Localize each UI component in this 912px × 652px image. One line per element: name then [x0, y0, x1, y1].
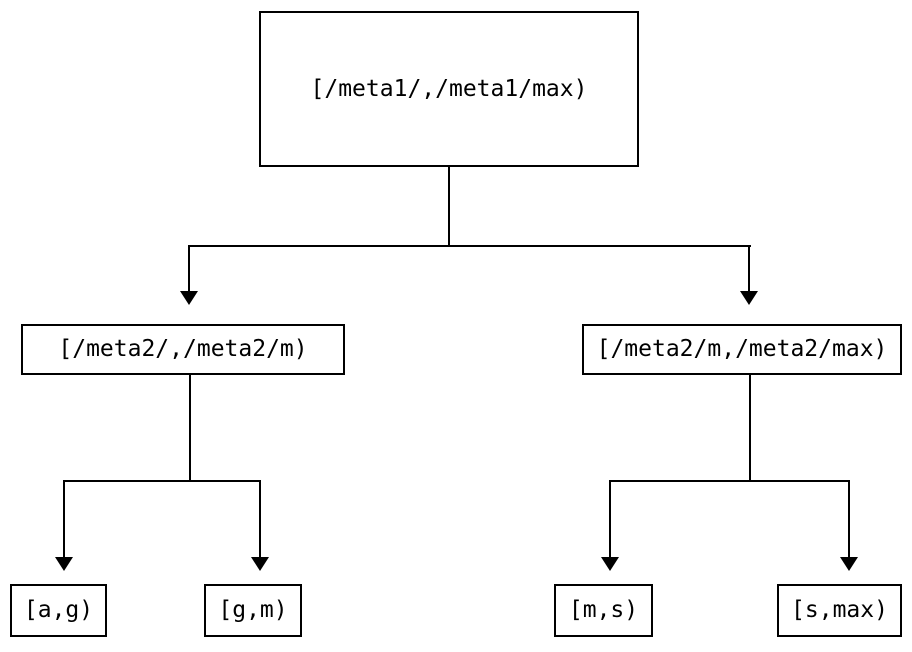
arrowhead-icon-mid-left-to-leaf-1 [55, 557, 73, 571]
edge-root-stem [448, 167, 450, 247]
node-leaf-2[interactable]: [g,m) [204, 584, 302, 637]
edge-mid-right-horizontal [609, 480, 850, 482]
arrowhead-icon-root-to-mid-right [740, 291, 758, 305]
node-leaf-4[interactable]: [s,max) [777, 584, 902, 637]
edge-root-horizontal [188, 245, 751, 247]
arrowhead-icon-mid-right-to-leaf-4 [840, 557, 858, 571]
arrowhead-icon-mid-left-to-leaf-2 [251, 557, 269, 571]
node-root[interactable]: [/meta1/,/meta1/max) [259, 11, 639, 167]
node-mid-right[interactable]: [/meta2/m,/meta2/max) [582, 324, 902, 375]
arrowhead-icon-mid-right-to-leaf-3 [601, 557, 619, 571]
node-leaf-3[interactable]: [m,s) [554, 584, 653, 637]
node-leaf-1[interactable]: [a,g) [10, 584, 107, 637]
node-mid-left[interactable]: [/meta2/,/meta2/m) [21, 324, 345, 375]
edge-mid-left-stem [189, 375, 191, 482]
edge-mid-right-to-leaf-3-drop [609, 480, 611, 559]
edge-mid-left-to-leaf-2-drop [259, 480, 261, 559]
edge-mid-right-stem [749, 375, 751, 482]
edge-mid-right-to-leaf-4-drop [848, 480, 850, 559]
edge-mid-left-to-leaf-1-drop [63, 480, 65, 559]
arrowhead-icon-root-to-mid-left [180, 291, 198, 305]
edge-root-to-mid-left-drop [188, 245, 190, 293]
edge-mid-left-horizontal [63, 480, 261, 482]
edge-root-to-mid-right-drop [748, 245, 750, 293]
